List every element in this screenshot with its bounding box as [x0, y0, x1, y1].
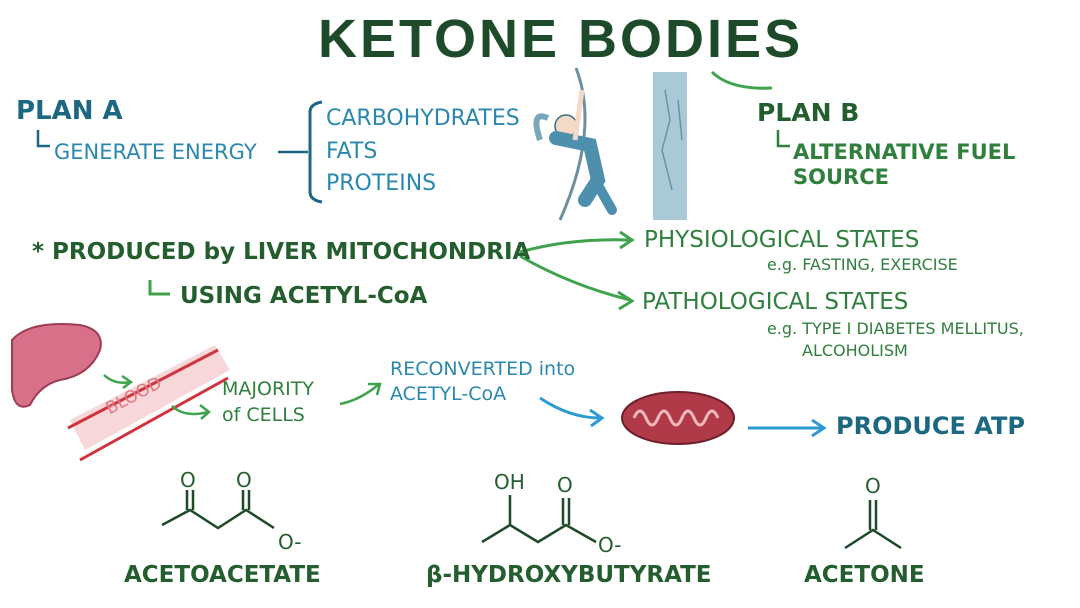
arrow-physiological — [519, 230, 635, 254]
acetone-structure — [844, 500, 902, 550]
hydroxybutyrate-oh: OH — [494, 470, 525, 494]
plan-b-goal-line2: SOURCE — [793, 165, 889, 189]
source-proteins: PROTEINS — [326, 171, 437, 196]
arrow-pathological — [519, 254, 635, 311]
pathological-example: e.g. TYPE I DIABETES MELLITUS, — [767, 319, 1024, 338]
hydroxybutyrate-structure — [481, 495, 597, 544]
arrow-blood-cells — [171, 404, 211, 420]
sources-bracket — [308, 100, 323, 204]
pathological-states: PATHOLOGICAL STATES — [642, 289, 909, 315]
plan-a-connector — [36, 130, 50, 148]
arrow-cells-reconverted — [339, 382, 382, 406]
produce-atp-label: PRODUCE ATP — [836, 412, 1025, 440]
majority-label: MAJORITY — [222, 378, 314, 400]
acetoacetate-o2: O — [236, 468, 252, 492]
acetyl-coa-label: ACETYL-CoA — [390, 383, 507, 405]
mitochondrion-icon — [621, 391, 735, 445]
acetoacetate-name: ACETOACETATE — [124, 562, 321, 588]
acetoacetate-o1: O — [180, 468, 196, 492]
arrow-liver-blood — [103, 374, 134, 389]
of-cells-label: of CELLS — [222, 404, 305, 426]
pathological-example-2: ALCOHOLISM — [802, 341, 908, 360]
produced-by-text: * PRODUCED by LIVER MITOCHONDRIA — [32, 239, 531, 265]
plan-a-label: PLAN A — [16, 96, 123, 126]
source-carbohydrates: CARBOHYDRATES — [326, 106, 520, 131]
physiological-states: PHYSIOLOGICAL STATES — [644, 227, 920, 253]
plan-b-goal-line1: ALTERNATIVE FUEL — [793, 140, 1016, 164]
acetone-o: O — [865, 474, 881, 498]
plan-b-label: PLAN B — [757, 98, 860, 127]
acetone-name: ACETONE — [804, 562, 925, 588]
title-swoosh — [710, 70, 773, 90]
arrow-reconverted-mito — [539, 396, 605, 428]
wall — [653, 72, 687, 220]
liver-icon — [11, 323, 102, 408]
reconverted-label: RECONVERTED into — [390, 358, 576, 380]
hydroxybutyrate-name: β-HYDROXYBUTYRATE — [426, 562, 712, 588]
plan-a-goal: GENERATE ENERGY — [54, 140, 257, 164]
page-title: KETONE BODIES — [318, 9, 804, 69]
source-fats: FATS — [326, 139, 378, 164]
climber-illustration — [533, 67, 617, 221]
physiological-example: e.g. FASTING, EXERCISE — [767, 255, 958, 274]
hydroxybutyrate-o1: O — [557, 473, 573, 497]
blood-vessel-icon — [67, 345, 230, 462]
using-acetyl-coa-text: USING ACETYL-CoA — [180, 283, 428, 309]
acetoacetate-o3: O- — [278, 530, 302, 554]
using-connector — [148, 280, 170, 296]
plan-b-connector — [776, 130, 790, 148]
acetoacetate-structure — [161, 490, 275, 530]
hydroxybutyrate-o2: O- — [598, 533, 622, 557]
arrow-mito-atp — [748, 418, 827, 438]
